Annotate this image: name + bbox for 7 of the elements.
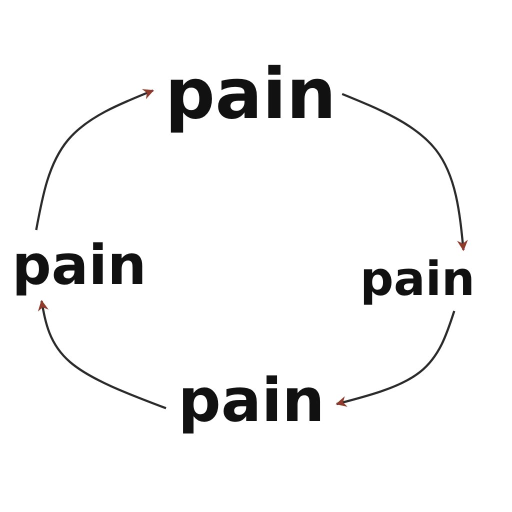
curved-arrow [342, 92, 468, 252]
curved-arrow [38, 300, 166, 410]
curved-arrow [35, 89, 154, 230]
cycle-word: pain [178, 371, 325, 431]
cycle-word: pain [360, 256, 475, 303]
cycle-word: pain [12, 238, 146, 293]
curved-arrow [336, 310, 456, 407]
